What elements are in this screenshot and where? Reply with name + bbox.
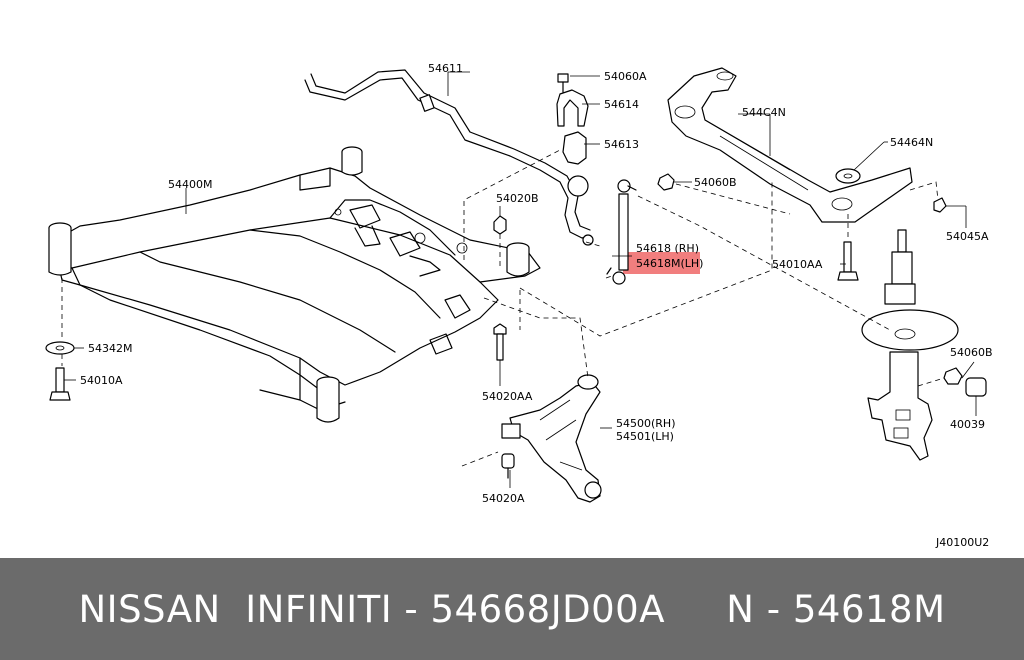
label-54020B: 54020B <box>496 192 539 205</box>
label-54060A: 54060A <box>604 70 647 83</box>
strut-drawing <box>861 229 959 461</box>
bushing-front-right <box>506 242 530 277</box>
bushing-40039 <box>965 377 987 397</box>
label-54501-lh: 54501(LH) <box>616 430 674 443</box>
highlight-box <box>623 252 700 274</box>
stabilizer-link-drawing <box>606 179 637 285</box>
bushing-top-center <box>341 146 363 176</box>
diagram-code: J40100U2 <box>935 536 989 549</box>
reference-lines <box>61 149 945 467</box>
lower-arm-drawing <box>501 374 602 503</box>
part-number-text: NISSAN INFINITI - 54668JD00A N - 54618M <box>78 587 946 631</box>
stabilizer-bar-drawing <box>304 69 594 246</box>
nut-54060B-right <box>943 367 963 385</box>
bolt-54020AA <box>493 323 507 361</box>
washer-54342M <box>45 341 75 355</box>
bushing-bottom <box>316 376 340 423</box>
label-54010A: 54010A <box>80 374 123 387</box>
parts-diagram-drawing: 54611 54060A 54614 54613 544C4N 54464N 5… <box>45 62 993 549</box>
label-544C4N: 544C4N <box>742 106 786 119</box>
subframe-drawing <box>54 167 541 411</box>
label-54500-rh: 54500(RH) <box>616 417 676 430</box>
label-54613: 54613 <box>604 138 639 151</box>
bolt-54010A <box>49 367 71 401</box>
label-54045A: 54045A <box>946 230 989 243</box>
member-544C4N-drawing <box>667 67 913 223</box>
label-40039: 40039 <box>950 418 985 431</box>
label-54010AA: 54010AA <box>772 258 823 271</box>
label-54614: 54614 <box>604 98 639 111</box>
label-54342M: 54342M <box>88 342 132 355</box>
leader-lines <box>64 71 977 488</box>
label-54060B-right: 54060B <box>950 346 993 359</box>
label-54464N: 54464N <box>890 136 933 149</box>
nut-54060B-top <box>657 173 675 191</box>
label-54618m-lh: 54618M(LH) <box>636 257 703 270</box>
label-54618-rh: 54618 (RH) <box>636 242 699 255</box>
bolt-54020A <box>501 453 515 479</box>
label-54020A: 54020A <box>482 492 525 505</box>
label-54060B-top: 54060B <box>694 176 737 189</box>
bolt-54045A <box>933 197 947 213</box>
parts-diagram: 54611 54060A 54614 54613 544C4N 54464N 5… <box>45 62 993 549</box>
label-54400M: 54400M <box>168 178 212 191</box>
label-54020AA: 54020AA <box>482 390 533 403</box>
bolt-54010AA <box>837 241 859 281</box>
label-54611: 54611 <box>428 62 463 75</box>
part-number-banner: NISSAN INFINITI - 54668JD00A N - 54618M <box>0 558 1024 660</box>
stabilizer-clamp-drawing <box>556 73 589 165</box>
bushing-rear-left <box>48 222 72 276</box>
